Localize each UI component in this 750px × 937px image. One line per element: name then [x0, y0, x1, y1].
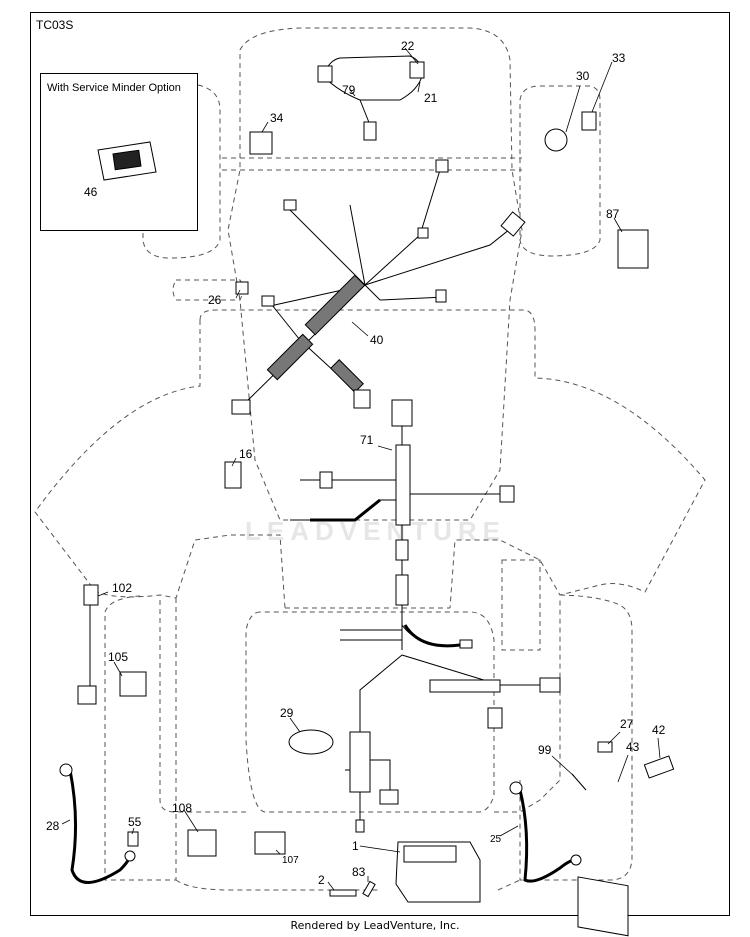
battery-cables: [68, 769, 576, 884]
callout-28: 28: [46, 819, 60, 833]
callout-55: 55: [128, 815, 142, 829]
callout-21: 21: [424, 91, 438, 105]
switch-107-icon: [254, 831, 286, 855]
switch-108-icon: [187, 829, 217, 857]
bolt-2-icon: [329, 889, 357, 897]
callout-43: 43: [626, 740, 640, 754]
callout-34: 34: [270, 111, 284, 125]
harness-connectors: [231, 159, 526, 415]
harness-71-lead: [403, 624, 461, 648]
callout-108: 108: [172, 801, 193, 815]
boot-42-icon: [643, 755, 675, 779]
watermark-text: LEADVENTURE: [245, 516, 507, 546]
diagram-frame: [30, 12, 730, 916]
callout-27: 27: [620, 717, 634, 731]
callout-46: 46: [84, 185, 98, 199]
switch-102-icon: [83, 584, 99, 606]
tractor-outline: [34, 27, 706, 891]
callout-83: 83: [352, 865, 366, 879]
callout-25: 25: [490, 834, 502, 845]
callout-42: 42: [652, 723, 666, 737]
nut-83-icon: [362, 880, 376, 898]
horn-29-icon: [288, 729, 334, 755]
harness-71-connectors: [319, 399, 561, 833]
footer-credit: Rendered by LeadVenture, Inc.: [290, 919, 460, 932]
switch-34-icon: [249, 131, 273, 155]
switch-102-plug-icon: [77, 685, 97, 705]
battery-top-icon: [403, 845, 457, 863]
ignition-30-icon: [544, 128, 568, 152]
nut-27-icon: [597, 741, 613, 753]
component-icons: [77, 111, 675, 937]
service-minder-inset: With Service Minder Option: [40, 73, 198, 231]
key-33-icon: [581, 111, 597, 131]
relay-105-icon: [119, 671, 147, 697]
callout-71: 71: [360, 433, 374, 447]
callout-105: 105: [108, 650, 129, 664]
headlight-harness: [317, 55, 425, 141]
callout-107: 107: [282, 855, 299, 866]
callout-22: 22: [401, 39, 415, 53]
connector-16-icon: [224, 461, 242, 489]
sheet-id: TC03S: [36, 18, 74, 32]
callout-99: 99: [538, 743, 552, 757]
harness-71-ground: [310, 498, 381, 522]
solenoid-43-icon: [577, 876, 629, 937]
callout-2: 2: [318, 873, 325, 887]
screw-99-icon: [571, 773, 587, 791]
cable-28: [68, 769, 132, 884]
callout-40: 40: [370, 333, 384, 347]
callout-87: 87: [606, 207, 620, 221]
callout-33: 33: [612, 51, 626, 65]
cable-terminals: [59, 763, 582, 866]
harness-71: [290, 400, 560, 830]
callout-102: 102: [112, 581, 133, 595]
callout-79: 79: [342, 83, 356, 97]
callout-29: 29: [280, 706, 294, 720]
callout-1: 1: [352, 839, 359, 853]
callout-16: 16: [239, 447, 253, 461]
harness-braid: [266, 274, 366, 393]
callout-30: 30: [576, 69, 590, 83]
cable-25: [518, 789, 576, 883]
leader-lines: [61, 47, 661, 891]
callout-26: 26: [208, 293, 222, 307]
inset-title: With Service Minder Option: [47, 82, 181, 94]
relay-87-icon: [617, 229, 649, 269]
bolt-55-icon: [127, 831, 139, 847]
